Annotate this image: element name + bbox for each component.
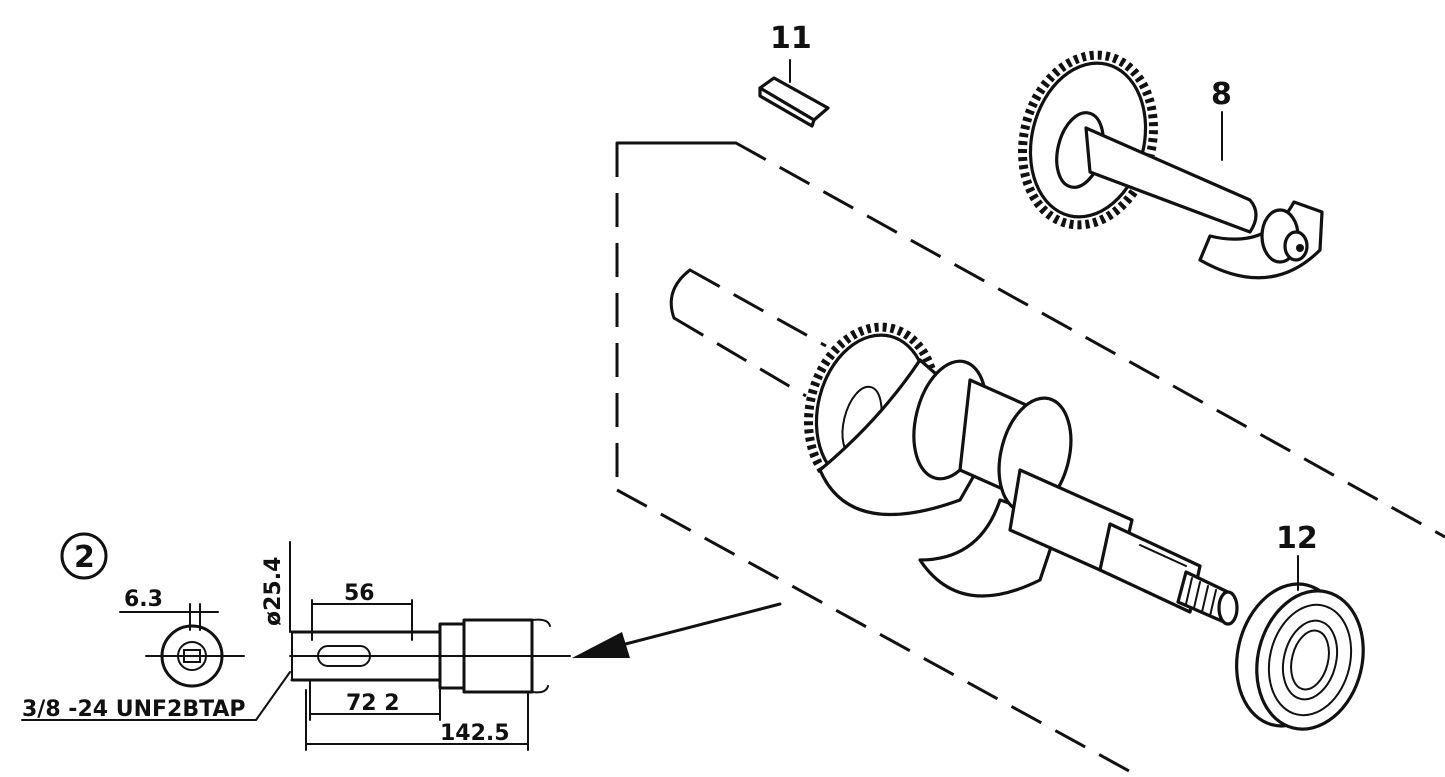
dim-key-width: 6.3: [124, 587, 163, 612]
callout-2: 2: [74, 540, 95, 575]
crankshaft-main: [669, 268, 1239, 626]
dim-length-142: 142.5: [440, 721, 510, 746]
callout-12: 12: [1276, 521, 1318, 556]
dim-length-56: 56: [344, 581, 375, 606]
dim-thread: 3/8 -24 UNF2BTAP: [22, 697, 246, 722]
callout-11: 11: [770, 21, 812, 56]
assembly-boundary: [615, 141, 1445, 777]
bearing-part-12: 12: [1235, 521, 1365, 731]
dim-length-72: 72 2: [346, 691, 400, 716]
detail-arrow: [572, 602, 782, 658]
crankshaft-assembly-part-8: 8: [1018, 50, 1324, 280]
key-part-11: 11: [758, 21, 830, 128]
callout-8: 8: [1211, 77, 1232, 112]
detail-2-drawing: 2 6.3 ø25.4 56 72 2: [21, 532, 571, 751]
dim-diameter: ø25.4: [261, 557, 286, 626]
